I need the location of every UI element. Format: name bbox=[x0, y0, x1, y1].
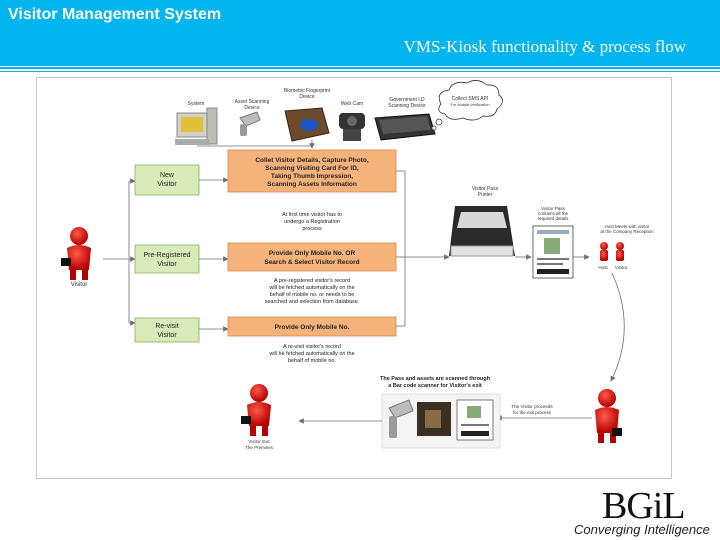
fingerprint-device-icon bbox=[284, 107, 330, 142]
to-exit-process-arrow bbox=[610, 272, 625, 382]
host-visitor-label: Visitor bbox=[615, 265, 628, 270]
id-scanner-label-2: Scanning Device bbox=[388, 103, 426, 109]
pass-printer-icon bbox=[449, 206, 515, 257]
host-label: Host bbox=[598, 265, 608, 270]
fingerprint-label-2: Device bbox=[299, 94, 315, 100]
slide-subtitle: VMS-Kiosk functionality & process flow bbox=[403, 37, 686, 56]
exit-process-line-1: The Visitor proceeds bbox=[511, 404, 553, 409]
visitor-figure bbox=[61, 227, 91, 280]
fingerprint-label-1: Biometric Fingerprint bbox=[284, 88, 331, 94]
asset-scanner-label-2: Device bbox=[244, 105, 260, 111]
prereg-process-box bbox=[227, 242, 397, 272]
id-scanner-icon bbox=[374, 113, 436, 141]
prereg-process-line-2: Search & Select Visitor Record bbox=[264, 259, 359, 266]
header-rule-bottom bbox=[0, 71, 720, 72]
new-visitor-label-1: New bbox=[160, 172, 175, 179]
printer-label-1: Visitor Pass bbox=[472, 186, 499, 192]
cloud-label-2: For Mobile verification bbox=[450, 102, 489, 107]
logo-tagline: Converging Intelligence bbox=[574, 522, 710, 537]
prereg-visitor-box bbox=[134, 244, 200, 274]
exit-label-1: Visitor Exit bbox=[248, 439, 270, 444]
prereg-note-line-3: behalf of mobile no. or needs to be bbox=[270, 292, 355, 298]
header-rule-top bbox=[0, 67, 720, 69]
prereg-process-line-1: Provide Only Mobile No. OR bbox=[269, 250, 356, 257]
revisit-process-box bbox=[227, 316, 397, 337]
host-figure bbox=[600, 242, 608, 261]
revisit-note-line-2: will be fetched automatically on the bbox=[268, 351, 354, 357]
process-diagram: System Asset Scanning Device Biometric F… bbox=[36, 77, 672, 479]
new-visitor-label-2: Visitor bbox=[157, 181, 177, 188]
system-pc-icon bbox=[175, 107, 218, 145]
revisit-note-line-1: A re-visit visitor's record bbox=[283, 344, 341, 350]
revisit-process-line-1: Provide Only Mobile No. bbox=[275, 324, 350, 331]
webcam-icon bbox=[339, 113, 365, 141]
host-meet-line-2: at the Company Reception bbox=[600, 229, 654, 234]
revisit-note-line-3: behalf of mobile no. bbox=[288, 358, 336, 364]
new-process-line-4: Scanning Assets Information bbox=[267, 181, 357, 188]
revisit-visitor-box bbox=[134, 317, 200, 343]
cloud-icon bbox=[431, 80, 503, 131]
scan-note-line-2: a Bar code scanner for Visitor's exit bbox=[388, 383, 482, 389]
system-label: System bbox=[188, 101, 205, 107]
exit-visitor-figure bbox=[241, 384, 271, 436]
printer-label-2: Printer bbox=[478, 192, 493, 198]
new-process-line-1: Collet Visitor Details, Capture Photo, bbox=[255, 157, 368, 164]
new-process-line-2: Scanning Visiting Card For ID, bbox=[265, 165, 359, 172]
exit-label-2: The Premises bbox=[245, 445, 274, 450]
new-visitor-box bbox=[134, 164, 200, 196]
prereg-visitor-label-2: Visitor bbox=[157, 261, 177, 268]
prereg-visitor-label-1: Pre-Registered bbox=[143, 252, 190, 259]
exit-scanner-group bbox=[381, 393, 501, 449]
bgil-logo: BGiL Converging Intelligence bbox=[572, 485, 720, 540]
guest-figure bbox=[616, 242, 624, 261]
revisit-visitor-label-2: Visitor bbox=[157, 332, 177, 339]
exit-process-visitor-figure bbox=[595, 389, 622, 443]
logo-name: BGiL bbox=[602, 485, 686, 527]
visitor-label: Visitor bbox=[71, 282, 88, 288]
host-meet-line-1: Host Meets with visitor bbox=[604, 224, 650, 229]
header-bar: Visitor Management System VMS-Kiosk func… bbox=[0, 0, 720, 66]
cloud-label-1: Collect SMS API bbox=[452, 96, 489, 102]
prereg-note-line-1: A pre-registered visitor's record bbox=[274, 278, 350, 284]
pass-label-3: required details bbox=[538, 216, 570, 221]
slide-title: Visitor Management System bbox=[8, 6, 222, 23]
scan-note-line-1: The Pass and assets are scanned through bbox=[380, 376, 491, 382]
pass-label-1: Visitor Pass bbox=[541, 206, 565, 211]
new-note-line-1: At first time visitor has to bbox=[282, 212, 342, 218]
pass-label-2: contains all the bbox=[538, 211, 569, 216]
exit-process-line-2: for the exit process bbox=[513, 410, 552, 415]
visitor-pass-card bbox=[532, 225, 574, 279]
new-note-line-2: undergo a Registration bbox=[284, 219, 340, 225]
asset-scanner-label-1: Asset Scanning bbox=[235, 99, 270, 105]
new-note-line-3: process bbox=[302, 226, 322, 232]
process-flow-svg: System Asset Scanning Device Biometric F… bbox=[61, 80, 654, 450]
id-scanner-label-1: Government I.D bbox=[389, 97, 425, 103]
prereg-note-line-2: will be fetched automatically on the bbox=[268, 285, 354, 291]
revisit-visitor-label-1: Re-visit bbox=[155, 323, 178, 330]
prereg-note-line-4: searched and selection from database. bbox=[265, 299, 360, 305]
new-process-box bbox=[227, 149, 397, 193]
webcam-label: Web Cam bbox=[341, 101, 363, 107]
new-process-line-3: Taking Thumb Impression, bbox=[271, 173, 353, 180]
barcode-scanner-icon bbox=[239, 111, 261, 136]
